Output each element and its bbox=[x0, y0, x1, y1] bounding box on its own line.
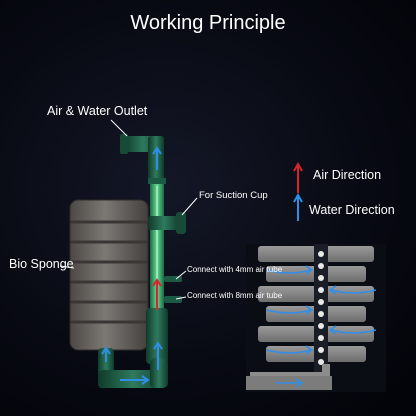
suction-cup-label: For Suction Cup bbox=[199, 190, 268, 201]
bio-sponge-illustration bbox=[69, 199, 149, 351]
air-tube-nozzles bbox=[164, 276, 182, 303]
air-tube-4mm-label: Connect with 4mm air tube bbox=[187, 265, 283, 274]
cross-section-diagram bbox=[246, 244, 386, 392]
bio-sponge-label: Bio Sponge bbox=[9, 257, 74, 271]
air-direction-arrow-icon bbox=[293, 161, 303, 193]
page-title: Working Principle bbox=[130, 12, 286, 34]
filter-flow-arrows bbox=[101, 146, 163, 385]
suction-cup-clip bbox=[148, 212, 186, 234]
legend-air-label: Air Direction bbox=[313, 168, 382, 182]
leader-lines bbox=[59, 119, 198, 300]
legend-water-label: Water Direction bbox=[309, 203, 395, 217]
water-direction-arrow-icon bbox=[293, 192, 303, 221]
legend-arrows bbox=[293, 161, 303, 221]
air-tube-8mm-label: Connect with 8mm air tube bbox=[187, 291, 283, 300]
outlet-label: Air & Water Outlet bbox=[47, 104, 148, 118]
